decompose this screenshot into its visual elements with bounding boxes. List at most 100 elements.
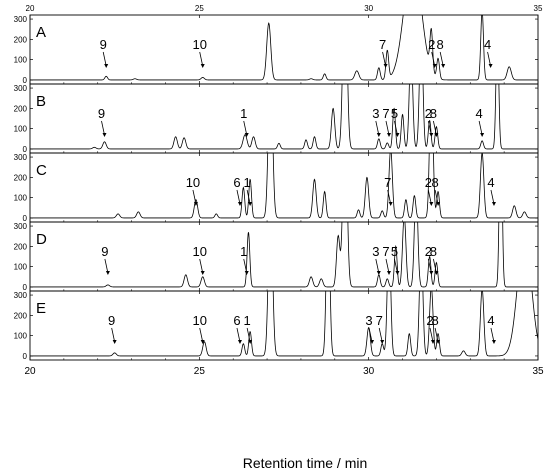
chromatogram-trace bbox=[30, 222, 538, 288]
chromatogram-trace bbox=[30, 291, 538, 357]
peak-label: 7 bbox=[382, 106, 389, 121]
peak-arrow bbox=[427, 258, 432, 274]
peak-arrowhead bbox=[436, 202, 441, 206]
y-tick-label: 300 bbox=[14, 84, 28, 93]
peak-label: 3 bbox=[372, 106, 379, 121]
peak-label: 1 bbox=[244, 313, 251, 328]
peak-arrowhead bbox=[431, 340, 436, 344]
peak-label: 4 bbox=[484, 37, 491, 52]
peak-label: 7 bbox=[376, 313, 383, 328]
bottom-x-tick-label: 30 bbox=[363, 366, 375, 377]
peak-label: 1 bbox=[240, 244, 247, 259]
peak-arrowhead bbox=[432, 64, 437, 68]
peak-arrow bbox=[378, 327, 383, 343]
y-tick-label: 100 bbox=[14, 125, 28, 134]
peak-arrow bbox=[236, 189, 241, 205]
peak-arrowhead bbox=[105, 271, 110, 275]
chromatogram-trace bbox=[30, 15, 538, 81]
peak-label: 2 bbox=[425, 106, 432, 121]
y-tick-label: 300 bbox=[14, 153, 28, 162]
peak-arrowhead bbox=[200, 271, 205, 275]
peak-label: 10 bbox=[192, 244, 206, 259]
peak-label: 7 bbox=[382, 244, 389, 259]
peak-arrow bbox=[199, 51, 204, 67]
peak-label: 9 bbox=[101, 244, 108, 259]
bottom-x-tick-label: 20 bbox=[24, 366, 36, 377]
peak-arrow bbox=[434, 327, 439, 343]
peak-arrowhead bbox=[244, 271, 249, 275]
peak-arrowhead bbox=[244, 133, 249, 137]
y-tick-label: 200 bbox=[14, 35, 28, 44]
peak-label: 9 bbox=[100, 37, 107, 52]
top-x-tick-label: 20 bbox=[26, 4, 35, 13]
y-tick-label: 0 bbox=[23, 352, 28, 361]
peak-arrow bbox=[490, 189, 495, 205]
y-tick-label: 0 bbox=[23, 76, 28, 85]
peak-label: 10 bbox=[192, 313, 206, 328]
peak-arrow bbox=[387, 189, 392, 205]
peak-arrow bbox=[394, 258, 398, 274]
peak-label: 1 bbox=[244, 175, 251, 190]
peak-arrowhead bbox=[429, 271, 434, 275]
bottom-x-tick-label: 35 bbox=[532, 366, 544, 377]
peak-arrowhead bbox=[237, 340, 242, 344]
peak-arrow bbox=[368, 327, 373, 343]
peak-arrow bbox=[394, 120, 398, 136]
top-x-tick-label: 25 bbox=[195, 4, 204, 13]
peak-arrow bbox=[243, 258, 248, 274]
x-axis-label: Retention time / min bbox=[243, 455, 368, 471]
peak-arrowhead bbox=[237, 202, 242, 206]
chromatogram-trace bbox=[30, 84, 538, 150]
peak-label: 3 bbox=[365, 313, 372, 328]
peak-label: 6 bbox=[233, 313, 240, 328]
peak-arrow bbox=[433, 258, 437, 274]
peak-arrow bbox=[111, 327, 116, 343]
peak-arrowhead bbox=[488, 64, 493, 68]
peak-arrowhead bbox=[434, 133, 439, 137]
peak-arrowhead bbox=[395, 271, 400, 275]
peak-label: 4 bbox=[487, 313, 494, 328]
peak-arrow bbox=[246, 189, 251, 205]
y-tick-label: 200 bbox=[14, 173, 28, 182]
peak-label: 8 bbox=[431, 313, 438, 328]
peak-arrow bbox=[385, 258, 390, 274]
peak-label: 2 bbox=[426, 313, 433, 328]
peak-label: 8 bbox=[430, 244, 437, 259]
top-x-tick-label: 30 bbox=[364, 4, 373, 13]
peak-label: 2 bbox=[425, 244, 432, 259]
peak-arrow bbox=[375, 258, 380, 274]
peak-arrowhead bbox=[370, 340, 375, 344]
peak-arrowhead bbox=[441, 64, 446, 68]
panel-frame bbox=[29, 83, 539, 154]
peak-arrow bbox=[101, 120, 105, 136]
peak-arrowhead bbox=[200, 64, 205, 68]
peak-arrow bbox=[429, 327, 434, 343]
y-tick-label: 0 bbox=[23, 283, 28, 292]
y-tick-label: 100 bbox=[14, 263, 28, 272]
peak-label: 5 bbox=[391, 106, 398, 121]
peak-arrow bbox=[433, 120, 437, 136]
peak-arrowhead bbox=[383, 64, 388, 68]
peak-arrow bbox=[236, 327, 241, 343]
y-tick-label: 200 bbox=[14, 104, 28, 113]
peak-label: 6 bbox=[233, 175, 240, 190]
peak-arrow bbox=[199, 327, 204, 343]
peak-label: 7 bbox=[384, 175, 391, 190]
peak-arrow bbox=[385, 120, 390, 136]
peak-label: 8 bbox=[437, 37, 444, 52]
panel-letter: E bbox=[36, 300, 46, 317]
y-tick-label: 100 bbox=[14, 332, 28, 341]
peak-arrowhead bbox=[386, 271, 391, 275]
peak-arrowhead bbox=[200, 340, 205, 344]
peak-arrow bbox=[427, 189, 432, 205]
peak-arrowhead bbox=[386, 133, 391, 137]
peak-label: 9 bbox=[108, 313, 115, 328]
y-tick-label: 300 bbox=[14, 15, 28, 24]
